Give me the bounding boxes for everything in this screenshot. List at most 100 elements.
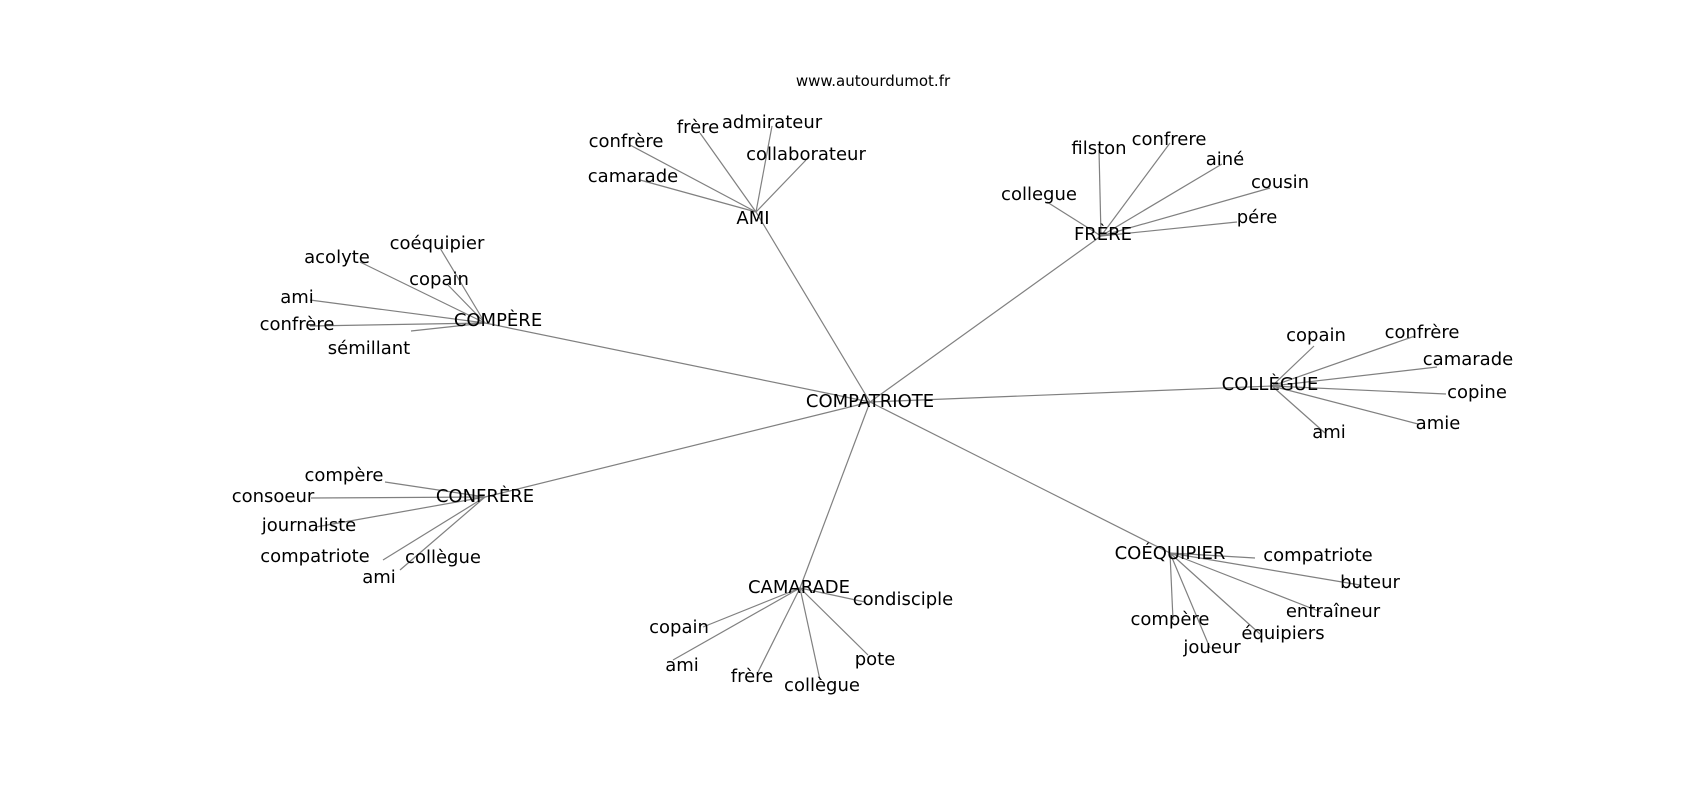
leaf-node-label: ami bbox=[280, 287, 314, 308]
hub-node-label: COMPÈRE bbox=[454, 309, 542, 331]
word-edge-6-5 bbox=[1169, 552, 1211, 649]
word-edge-3-4 bbox=[1271, 385, 1419, 425]
leaf-node-label: admirateur bbox=[722, 112, 823, 133]
leaf-node-label: entraîneur bbox=[1286, 601, 1381, 622]
leaf-node-label: buteur bbox=[1340, 572, 1400, 593]
leaf-node-label: acolyte bbox=[304, 247, 370, 268]
leaf-node-label: cousin bbox=[1251, 172, 1309, 193]
leaf-node-label: ami bbox=[362, 567, 396, 588]
root-edge-3 bbox=[869, 385, 1273, 403]
word-edge-4-0 bbox=[384, 481, 486, 498]
leaf-node-label: camarade bbox=[1423, 349, 1513, 370]
leaf-node-label: camarade bbox=[588, 166, 678, 187]
root-edge-1 bbox=[869, 235, 1102, 403]
word-edge-2-5 bbox=[410, 322, 486, 332]
word-edge-4-1 bbox=[310, 496, 486, 499]
leaf-node-label: ainé bbox=[1206, 149, 1245, 170]
leaf-node-label: confrère bbox=[260, 314, 335, 335]
leaf-node-label: pére bbox=[1237, 207, 1278, 228]
word-edge-0-4 bbox=[755, 159, 807, 213]
word-edge-3-5 bbox=[1271, 385, 1326, 434]
graph-edges bbox=[309, 125, 1447, 681]
word-edge-3-0 bbox=[1271, 345, 1315, 387]
root-edge-4 bbox=[484, 401, 871, 498]
word-edge-4-3 bbox=[382, 496, 486, 561]
word-edge-2-3 bbox=[309, 322, 486, 327]
hub-node-label: FRÈRE bbox=[1074, 223, 1132, 245]
word-edge-1-5 bbox=[1100, 221, 1238, 237]
leaf-node-label: journaliste bbox=[261, 515, 356, 536]
word-edge-5-0 bbox=[799, 587, 866, 603]
leaf-node-label: sémillant bbox=[328, 338, 411, 359]
word-edge-1-2 bbox=[1100, 163, 1223, 237]
word-edge-3-1 bbox=[1271, 335, 1416, 387]
leaf-node-label: compère bbox=[304, 465, 383, 486]
root-edge-2 bbox=[484, 322, 871, 403]
word-edge-5-1 bbox=[702, 587, 801, 628]
hub-node-label: CONFRÈRE bbox=[436, 485, 534, 507]
word-edge-1-0 bbox=[1098, 149, 1102, 237]
word-edge-2-1 bbox=[359, 261, 486, 324]
site-watermark: www.autourdumot.fr bbox=[795, 72, 951, 90]
leaf-node-label: collègue bbox=[784, 675, 860, 696]
leaf-node-label: pote bbox=[855, 649, 896, 670]
root-node-label: COMPATRIOTE bbox=[806, 391, 934, 412]
leaf-node-label: filston bbox=[1071, 138, 1126, 159]
leaf-node-label: copine bbox=[1447, 382, 1507, 403]
root-edge-0 bbox=[755, 211, 871, 403]
word-edge-5-5 bbox=[799, 587, 869, 656]
word-edge-6-2 bbox=[1169, 552, 1322, 613]
leaf-node-label: confrère bbox=[1385, 322, 1460, 343]
leaf-node-label: compatriote bbox=[1263, 545, 1373, 566]
word-edge-5-2 bbox=[672, 587, 801, 661]
leaf-node-label: collegue bbox=[1001, 184, 1077, 205]
hub-node-label: COÉQUIPIER bbox=[1115, 542, 1226, 564]
root-edge-6 bbox=[869, 401, 1171, 554]
word-edge-2-0 bbox=[439, 247, 486, 324]
word-edge-1-3 bbox=[1100, 187, 1271, 237]
word-edge-3-2 bbox=[1271, 366, 1438, 387]
leaf-node-label: copain bbox=[649, 617, 709, 638]
word-edge-6-0 bbox=[1169, 552, 1256, 559]
word-edge-2-2 bbox=[446, 283, 486, 324]
word-edge-4-5 bbox=[399, 496, 486, 571]
leaf-node-label: joueur bbox=[1182, 637, 1241, 658]
leaf-node-label: collaborateur bbox=[746, 144, 866, 165]
word-edge-1-4 bbox=[1046, 201, 1102, 237]
leaf-node-label: confrere bbox=[1132, 129, 1207, 150]
leaf-node-label: compatriote bbox=[260, 546, 370, 567]
word-edge-0-2 bbox=[755, 125, 773, 213]
leaf-node-label: consoeur bbox=[232, 486, 315, 507]
leaf-node-label: confrère bbox=[589, 131, 664, 152]
leaf-node-label: compère bbox=[1130, 609, 1209, 630]
word-edge-0-3 bbox=[639, 179, 757, 213]
leaf-node-label: copain bbox=[1286, 325, 1346, 346]
hub-node-label: AMI bbox=[736, 208, 769, 229]
word-edge-5-4 bbox=[799, 587, 821, 681]
hub-node-label: COLLÈGUE bbox=[1222, 373, 1319, 395]
leaf-node-label: amie bbox=[1416, 413, 1461, 434]
word-edge-0-0 bbox=[629, 144, 757, 213]
leaf-node-label: ami bbox=[665, 655, 699, 676]
word-edge-5-3 bbox=[757, 587, 801, 673]
leaf-node-label: frère bbox=[677, 117, 720, 138]
leaf-node-label: coéquipier bbox=[390, 233, 485, 254]
leaf-node-label: équipiers bbox=[1241, 623, 1324, 644]
leaf-node-label: ami bbox=[1312, 422, 1346, 443]
word-edge-4-2 bbox=[315, 496, 486, 528]
word-edge-6-4 bbox=[1169, 552, 1261, 635]
hub-node-label: CAMARADE bbox=[748, 577, 850, 598]
leaf-node-label: collègue bbox=[405, 547, 481, 568]
leaf-node-label: copain bbox=[409, 269, 469, 290]
word-edge-2-4 bbox=[309, 299, 486, 324]
leaf-node-label: condisciple bbox=[853, 589, 954, 610]
root-edge-5 bbox=[799, 401, 871, 589]
word-edge-0-1 bbox=[699, 132, 757, 213]
word-edge-3-3 bbox=[1271, 385, 1447, 395]
word-edge-6-3 bbox=[1169, 552, 1174, 621]
word-edge-1-1 bbox=[1100, 142, 1171, 237]
word-edge-6-1 bbox=[1169, 552, 1361, 586]
leaf-node-label: frère bbox=[731, 666, 774, 687]
